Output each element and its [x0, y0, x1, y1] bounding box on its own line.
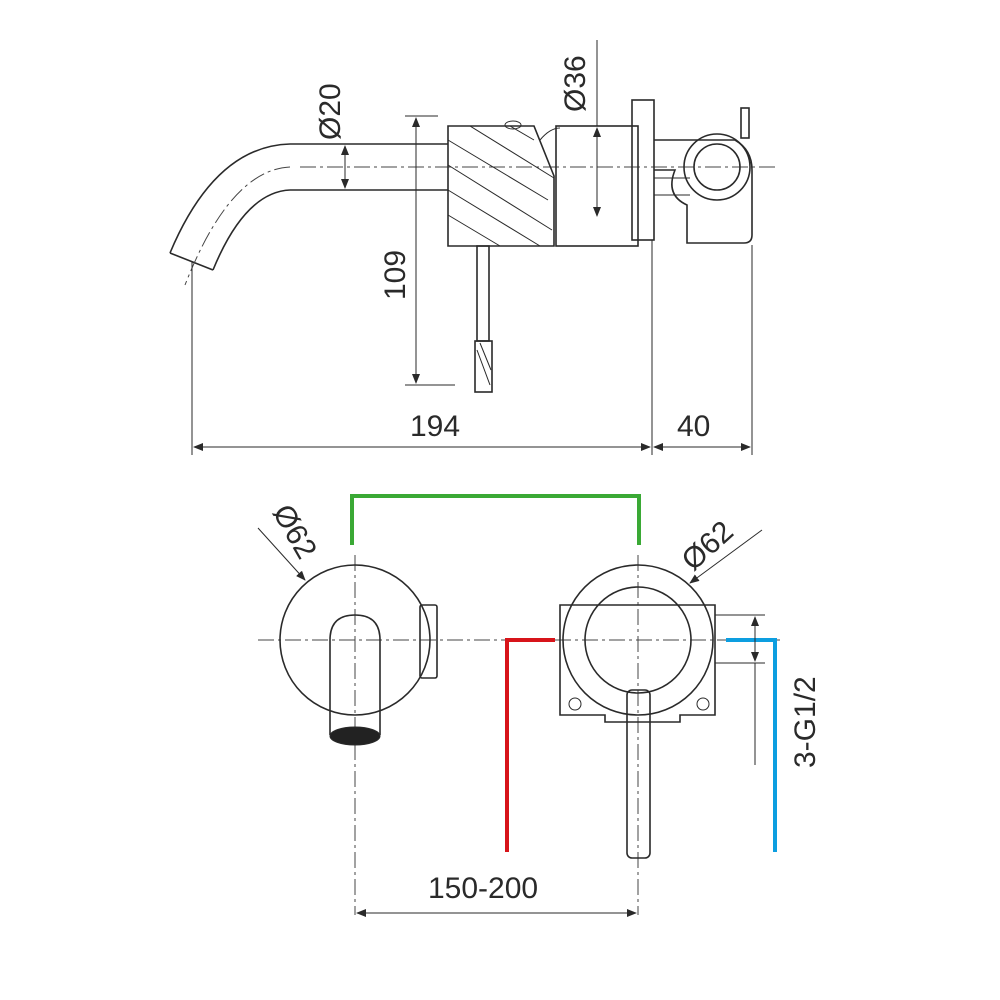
dimension-reach: 194 40 — [191, 240, 753, 455]
lever — [474, 245, 493, 393]
dimension-body-diameter: Ø36 — [559, 40, 601, 217]
mixer-body — [555, 99, 753, 247]
lever-height-label: 109 — [379, 250, 412, 300]
wall-depth-label: 40 — [677, 410, 710, 443]
front-view: Ø62 Ø62 3-G1/2 150-200 — [257, 494, 822, 917]
dimension-right-plate: Ø62 — [676, 515, 763, 584]
mixer-plate-diameter-label: Ø62 — [676, 515, 740, 577]
dimension-thread: 3-G1/2 — [715, 614, 822, 768]
body-diameter-label: Ø36 — [559, 55, 592, 112]
spout-plate-diameter-label: Ø62 — [266, 499, 323, 565]
spout-diameter-label: Ø20 — [314, 83, 347, 140]
center-distance-label: 150-200 — [428, 872, 538, 905]
hot-water-line — [505, 638, 555, 852]
dimension-center-distance: 150-200 — [356, 872, 637, 917]
side-view: Ø20 Ø36 109 194 40 — [169, 40, 775, 455]
thread-label: 3-G1/2 — [789, 676, 822, 768]
mixer-plate — [559, 564, 716, 859]
spout-plate — [279, 564, 438, 746]
dimension-left-plate: Ø62 — [257, 499, 323, 581]
handle-knob — [447, 120, 561, 247]
cold-water-line — [726, 638, 777, 852]
mixed-water-line — [350, 494, 641, 545]
reach-label: 194 — [410, 410, 460, 443]
dimension-spout-diameter: Ø20 — [314, 83, 440, 191]
dimension-lever-height: 109 — [379, 115, 455, 386]
